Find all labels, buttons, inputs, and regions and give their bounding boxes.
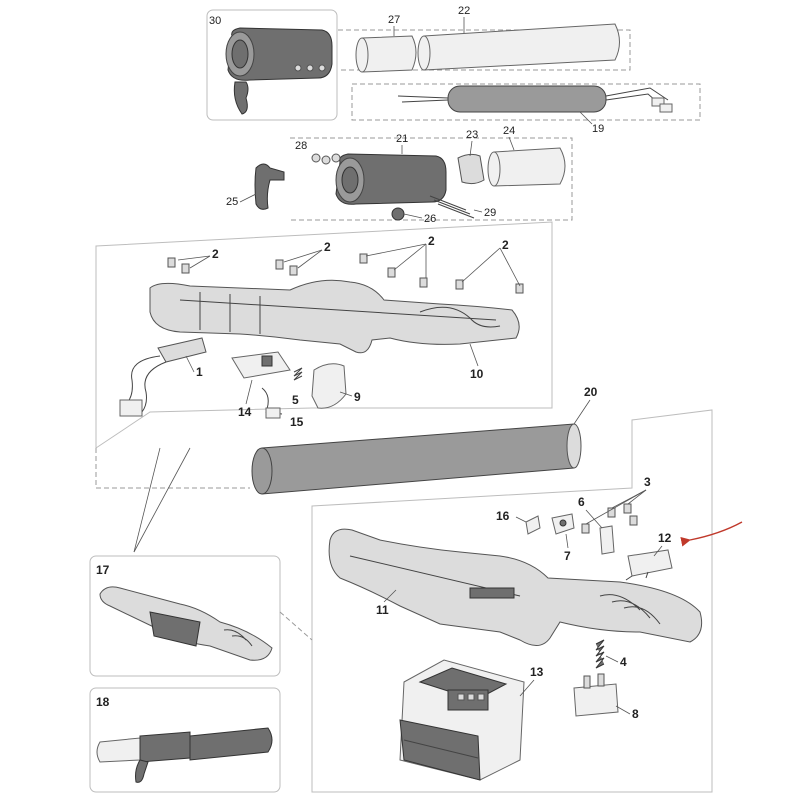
- screws-2: [167, 253, 524, 294]
- callout-13: 13: [530, 665, 544, 679]
- callout-26: 26: [424, 213, 436, 225]
- pcb-14: [231, 351, 291, 379]
- callout-17: 17: [96, 563, 110, 577]
- grip-21: [335, 153, 447, 205]
- tube-22: [419, 23, 620, 71]
- callout-1: 1: [196, 365, 203, 379]
- microswitch-12: 12: [625, 521, 743, 581]
- callout-27: 27: [388, 14, 400, 26]
- battery-13: 13: [399, 659, 544, 781]
- callout-6: 6: [578, 495, 585, 509]
- callout-24: 24: [503, 125, 515, 137]
- nut-26: [391, 207, 405, 221]
- spring-4: [595, 639, 605, 669]
- callout-10: 10: [470, 367, 484, 381]
- small-parts-right: 16 7 6 3: [496, 475, 651, 563]
- callout-19: 19: [592, 123, 604, 135]
- callout-11: 11: [376, 603, 389, 617]
- callout-9: 9: [354, 390, 361, 404]
- callout-16: 16: [496, 509, 510, 523]
- sleeve-24: [489, 147, 566, 187]
- callout-2a: 2: [212, 247, 219, 261]
- inset-18: 18: [89, 687, 281, 793]
- highlight-arrow: [680, 521, 743, 547]
- button-9: [311, 363, 347, 409]
- callout-15: 15: [290, 415, 304, 429]
- callout-2b: 2: [324, 240, 331, 254]
- callout-5: 5: [292, 393, 299, 407]
- callout-22: 22: [458, 5, 470, 17]
- callout-21: 21: [396, 133, 408, 145]
- callout-4: 4: [620, 655, 627, 669]
- spring-5: [293, 367, 303, 381]
- callout-30: 30: [209, 15, 221, 27]
- clip-16: [525, 515, 541, 535]
- screw-28a: [311, 153, 321, 163]
- switch-1: [157, 337, 207, 363]
- tube-group-22-27: 27 22: [338, 5, 631, 73]
- housing-half-11: [328, 528, 703, 646]
- callout-20: 20: [584, 385, 598, 399]
- callout-14: 14: [238, 405, 252, 419]
- inset-17: 17: [89, 555, 281, 677]
- bracket-6: [599, 525, 615, 555]
- tube-20: 20: [251, 385, 598, 495]
- frame-assembly-30: 30: [206, 9, 338, 121]
- callout-7: 7: [564, 549, 571, 563]
- ring-23: [457, 153, 485, 185]
- callout-12: 12: [658, 531, 672, 545]
- grip-group-21: 21 23 24 28 25 26 29: [226, 125, 573, 225]
- callout-2d: 2: [502, 238, 509, 252]
- frame-housing-11: 11: [279, 409, 713, 793]
- callout-28: 28: [295, 140, 307, 152]
- callout-3: 3: [644, 475, 651, 489]
- screw-28c: [331, 153, 341, 163]
- screw-28b: [321, 155, 331, 165]
- callout-8: 8: [632, 707, 639, 721]
- spring-connector-4-8: 4 8: [573, 639, 639, 721]
- trigger-25: [254, 163, 285, 210]
- frame-housing-10: 2 2 2 2 1 14 15 5 9 10: [95, 221, 553, 489]
- coil-cord-19: 19: [351, 83, 701, 135]
- callout-2c: 2: [428, 234, 435, 248]
- housing-half-10: [149, 279, 520, 354]
- screws-3: [581, 503, 638, 534]
- callout-29: 29: [484, 207, 496, 219]
- connector-8: [573, 683, 619, 717]
- callout-23: 23: [466, 129, 478, 141]
- callout-18: 18: [96, 695, 110, 709]
- grip-assembly-30: [227, 27, 333, 81]
- callout-25: 25: [226, 196, 238, 208]
